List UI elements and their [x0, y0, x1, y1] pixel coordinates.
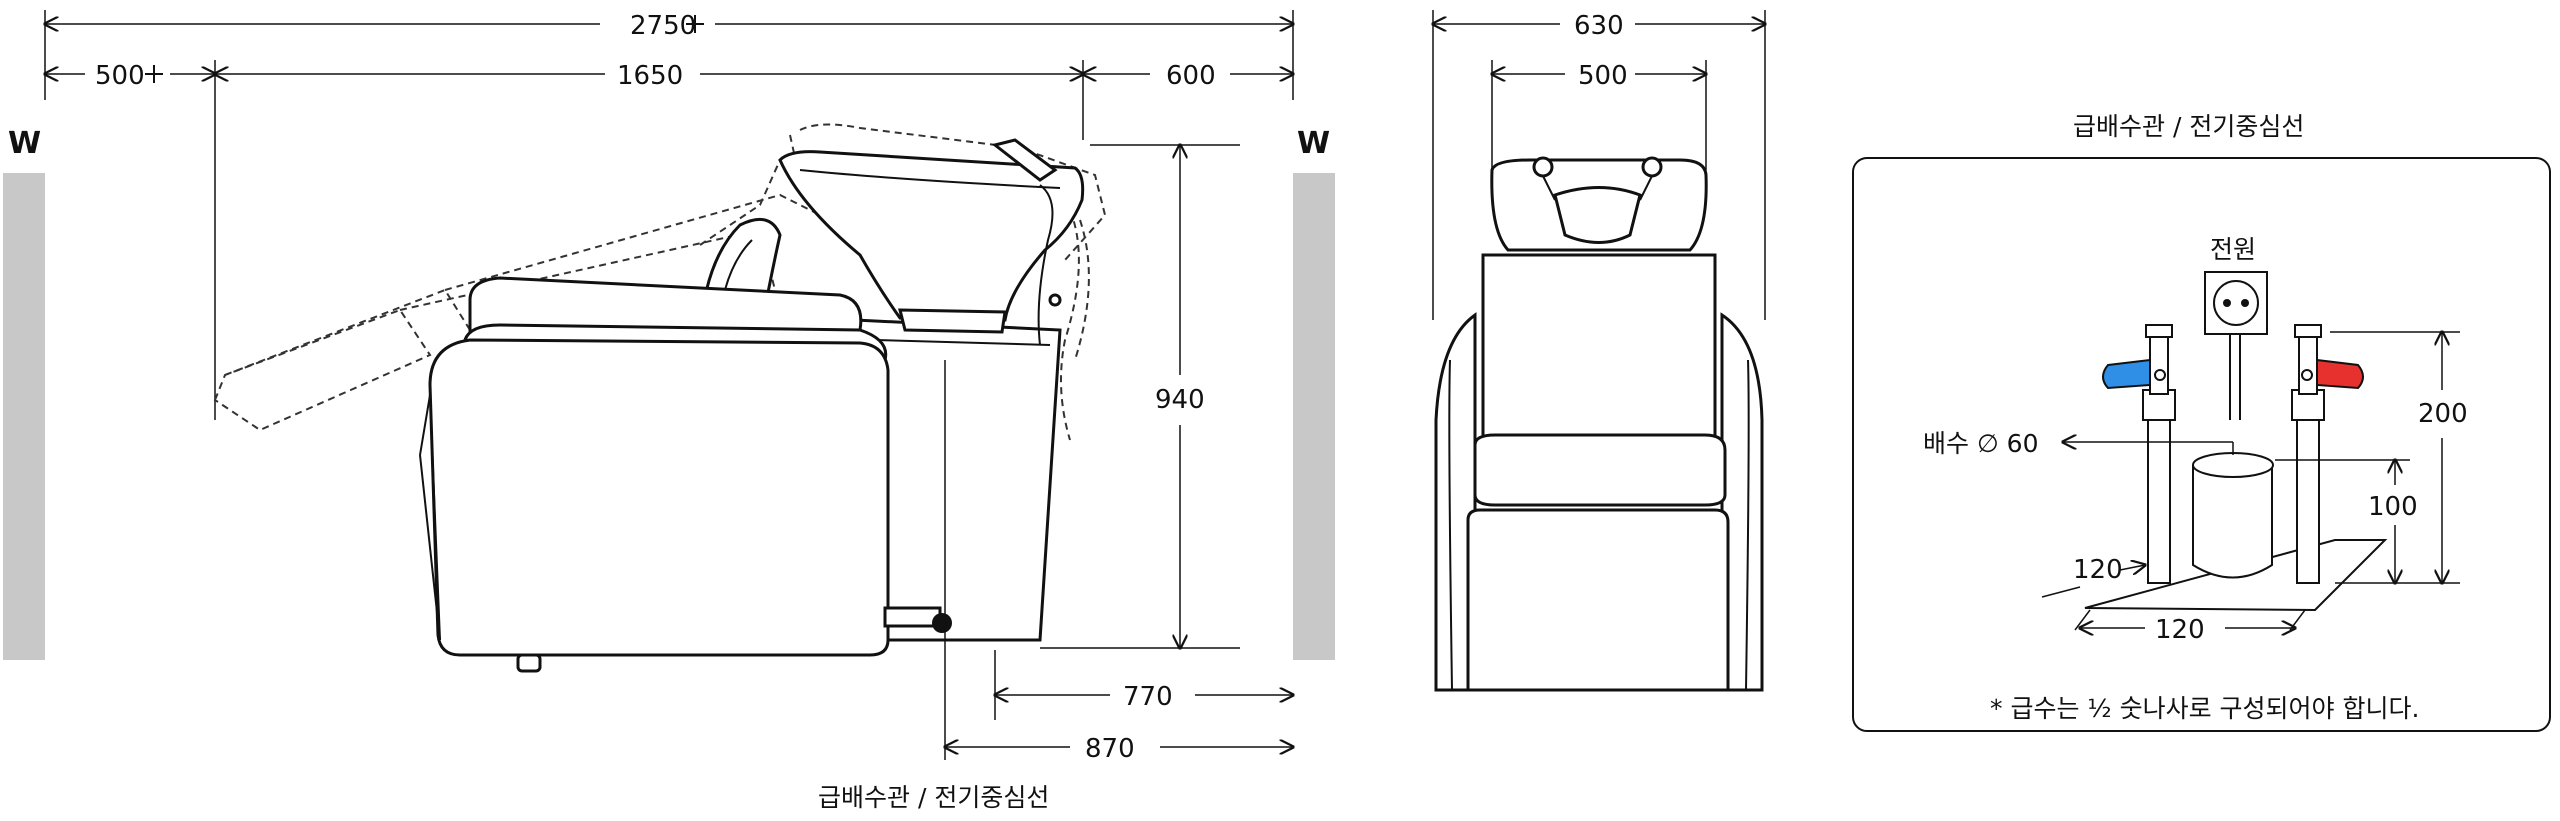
side-view: 2750 500 1650 600 W W — [3, 10, 1335, 812]
dim-outer: 630 — [1433, 11, 1765, 41]
wall-right-label: W — [1297, 126, 1330, 161]
front-view: 630 500 — [1433, 10, 1765, 692]
dim-100: 100 — [2275, 460, 2418, 583]
dim-total-value: 2750 — [630, 11, 696, 41]
dim-100-value: 100 — [2368, 492, 2418, 522]
hot-water-pipe — [2291, 324, 2364, 584]
wall-left-label: W — [8, 126, 41, 161]
dim-inner-value: 500 — [1578, 61, 1628, 91]
dim-200-value: 200 — [2418, 399, 2468, 429]
utility-title: 급배수관 / 전기중심선 — [2073, 112, 2304, 141]
dim-length-value: 1650 — [617, 61, 683, 91]
dim-120-width: 120 — [2074, 609, 2306, 645]
side-bottom-label: 급배수관 / 전기중심선 — [818, 783, 1049, 812]
dim-770-value: 770 — [1123, 682, 1173, 712]
wall-right — [1293, 173, 1335, 660]
dim-front: 600 — [1083, 61, 1293, 91]
drain-pipe — [2192, 442, 2274, 579]
power-outlet-icon — [2204, 271, 2268, 420]
power-label: 전원 — [2210, 235, 2256, 264]
dim-total: 2750 — [45, 11, 1293, 41]
utility-detail: 급배수관 / 전기중심선 전원 — [1852, 112, 2551, 732]
cold-valve-handle — [2102, 358, 2151, 390]
dim-outer-value: 630 — [1574, 11, 1624, 41]
dim-120-depth-value: 120 — [2073, 555, 2123, 585]
dim-870-value: 870 — [1085, 734, 1135, 764]
wall-left — [3, 173, 45, 660]
hot-valve-handle — [2316, 358, 2364, 390]
dim-clearance: 500 — [45, 61, 215, 91]
dim-front-value: 600 — [1166, 61, 1216, 91]
dim-120-depth: 120 — [2041, 555, 2145, 598]
dim-120-width-value: 120 — [2155, 615, 2205, 645]
utility-note: * 급수는 ½ 숫나사로 구성되어야 합니다. — [1990, 694, 2419, 723]
cold-water-pipe — [2102, 324, 2176, 584]
dim-770: 770 — [995, 682, 1293, 712]
dim-length: 1650 — [215, 61, 1083, 91]
dim-height-value: 940 — [1155, 385, 1205, 415]
drain-label: 배수 ∅ 60 — [1923, 429, 2038, 458]
chair-side — [419, 138, 1085, 673]
utility-panel — [1852, 157, 2551, 732]
dim-height: 940 — [1040, 145, 1240, 648]
dim-clearance-value: 500 — [95, 61, 145, 91]
chair-front — [1434, 156, 1764, 692]
dim-870: 870 — [945, 734, 1293, 764]
dim-inner: 500 — [1492, 61, 1706, 91]
